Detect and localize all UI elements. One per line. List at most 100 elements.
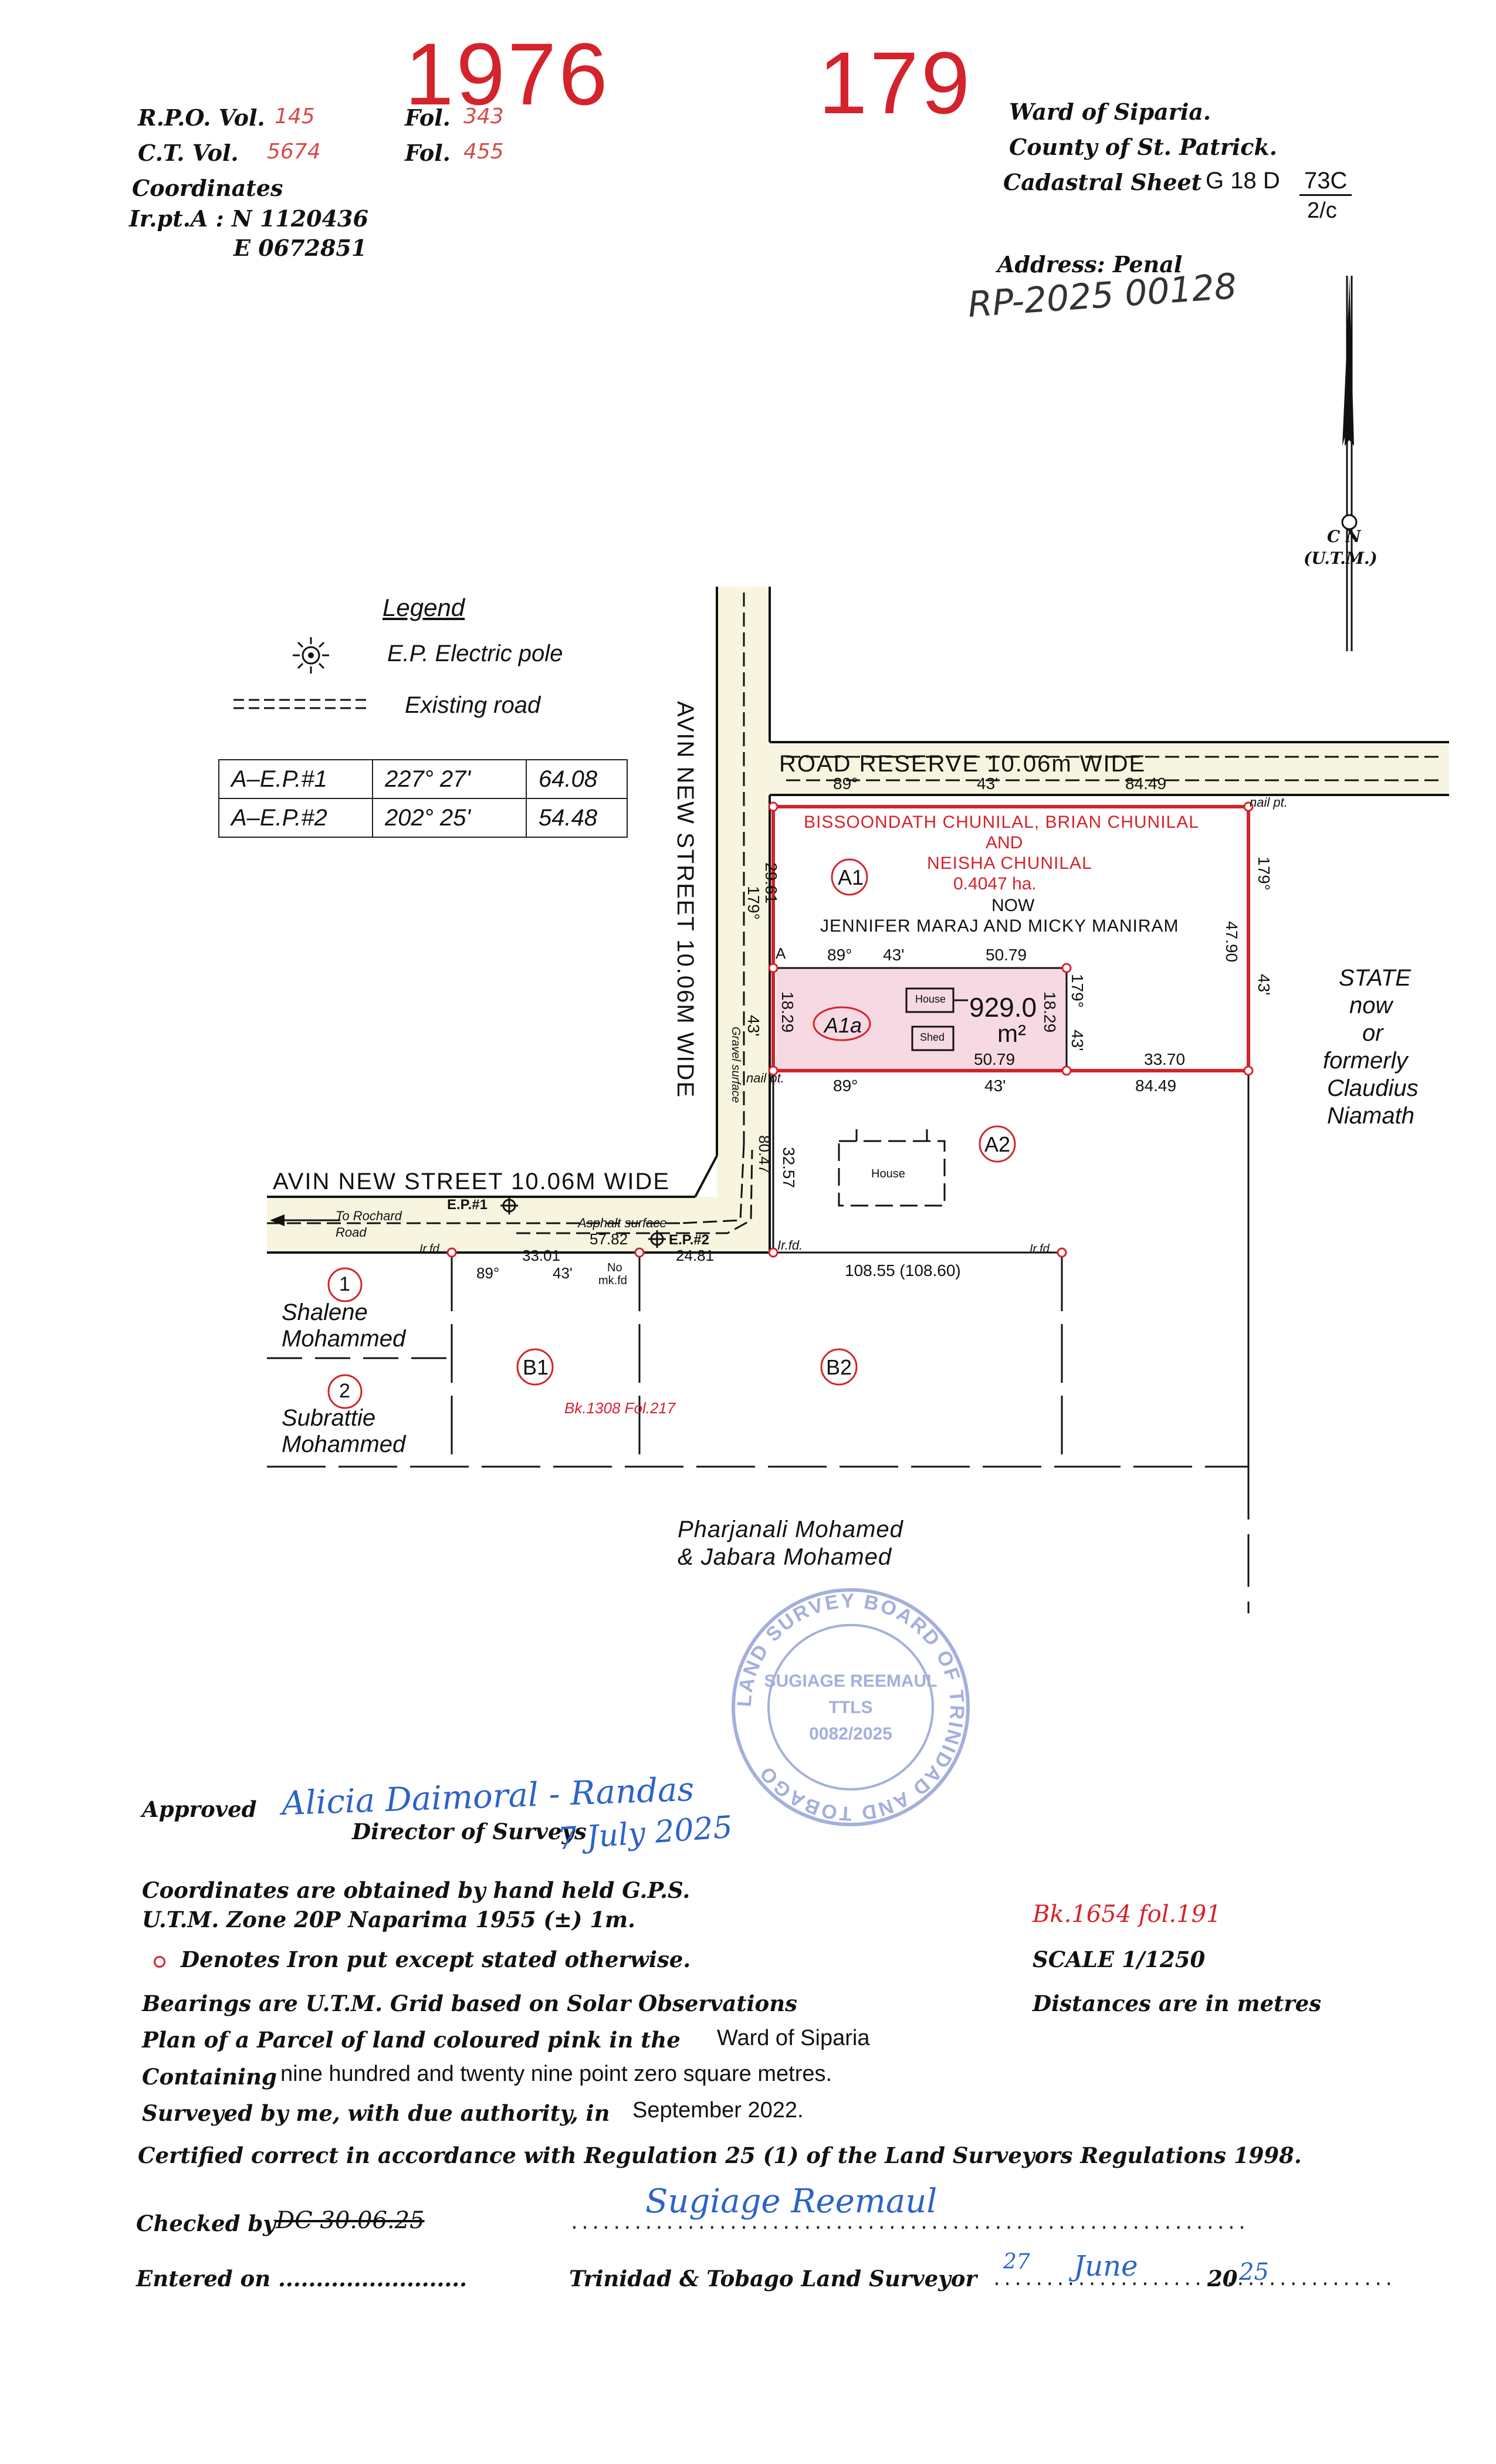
pharjanali-line-2: & Jabara Mohamed bbox=[678, 1544, 892, 1570]
dim-b-left-len: 33.01 bbox=[522, 1247, 561, 1264]
lot-a1: A1 bbox=[838, 865, 864, 889]
a1-owner-line-3: NEISHA CHUNILAL bbox=[927, 854, 1092, 873]
irpt-east: E 0672851 bbox=[233, 235, 367, 261]
lot-a2: A2 bbox=[984, 1132, 1011, 1156]
legend-road-label: Existing road bbox=[405, 692, 541, 718]
bearing-table: A–E.P.#1 227° 27' 64.08 A–E.P.#2 202° 25… bbox=[218, 759, 628, 838]
dim-right-len: 47.90 bbox=[1223, 921, 1241, 963]
table-cell: A–E.P.#1 bbox=[218, 759, 373, 799]
north-utm-label: (U.T.M.) bbox=[1304, 549, 1377, 568]
lot-b1: B1 bbox=[523, 1355, 549, 1379]
now-owners: JENNIFER MARAJ AND MICKY MANIRAM bbox=[820, 916, 1179, 936]
north-arrow-icon bbox=[1341, 276, 1358, 651]
scale-label: SCALE 1/1250 bbox=[1033, 1947, 1206, 1972]
existing-road-legend-icon bbox=[233, 699, 368, 709]
director-label: Director of Surveys bbox=[352, 1819, 587, 1844]
rpo-fol-label: Fol. bbox=[405, 104, 451, 131]
legend-title: Legend bbox=[383, 594, 465, 621]
dim-a2-left: 32.57 bbox=[780, 1147, 798, 1189]
dim-lower-len: 84.49 bbox=[1135, 1077, 1177, 1095]
electric-pole-icon bbox=[500, 1197, 666, 1248]
dim-mid-bearing: 89° bbox=[827, 946, 852, 964]
ep1-label: E.P.#1 bbox=[447, 1197, 488, 1213]
table-cell: 64.08 bbox=[526, 759, 628, 799]
surveyor-signature-line: ........................................… bbox=[569, 2213, 1247, 2233]
containing-label: Containing bbox=[142, 2064, 277, 2090]
no-mk-fd-line-1: No bbox=[607, 1261, 622, 1274]
state-line-3: or bbox=[1362, 1020, 1383, 1046]
surveyor-date-line: ...................................... bbox=[991, 2269, 1395, 2290]
plan-of-note: Plan of a Parcel of land coloured pink i… bbox=[142, 2027, 681, 2053]
plan-number-right: 179 bbox=[818, 33, 973, 132]
dim-right-bearing: 179° bbox=[1255, 857, 1273, 891]
dim-top-bearing: 89° bbox=[833, 774, 858, 793]
dim-top-bearing-min: 43' bbox=[977, 774, 999, 793]
cadastral-sheet: G 18 D bbox=[1206, 168, 1280, 194]
table-row: A–E.P.#2 202° 25' 54.48 bbox=[218, 798, 628, 838]
surveyor-label: Trinidad & Tobago Land Surveyor bbox=[569, 2266, 977, 2292]
house-a2-label: House bbox=[871, 1167, 905, 1180]
state-line-4: formerly bbox=[1323, 1048, 1408, 1074]
state-line-2: now bbox=[1349, 993, 1393, 1018]
rpo-vol: 145 bbox=[275, 104, 315, 128]
a1-owner-line-1: BISSOONDATH CHUNILAL, BRIAN CHUNILAL bbox=[804, 813, 1199, 832]
dim-top-len: 84.49 bbox=[1125, 774, 1167, 793]
owner-1-line-2: Mohammed bbox=[282, 1326, 406, 1352]
electric-pole-icon bbox=[293, 637, 329, 673]
a1-area: 0.4047 ha. bbox=[953, 874, 1037, 893]
coord-note-1: Coordinates are obtained by hand held G.… bbox=[142, 1877, 691, 1903]
dim-a1a-bottom: 50.79 bbox=[974, 1050, 1016, 1068]
no-mk-fd-line-2: mk.fd bbox=[598, 1274, 627, 1287]
road-reserve-label: ROAD RESERVE 10.06m WIDE bbox=[779, 751, 1146, 777]
ct-fol-label: Fol. bbox=[405, 140, 451, 166]
avin-street-horizontal-label: AVIN NEW STREET 10.06M WIDE bbox=[273, 1169, 671, 1194]
lot-b2: B2 bbox=[826, 1355, 852, 1379]
stamp-ttls: TTLS bbox=[829, 1698, 873, 1717]
to-rochard-line-2: Road bbox=[336, 1225, 367, 1240]
lot-1: 1 bbox=[339, 1273, 350, 1295]
table-cell: A–E.P.#2 bbox=[218, 798, 373, 838]
ward: Ward of Siparia. bbox=[1009, 99, 1211, 125]
shed-label: Shed bbox=[920, 1031, 945, 1043]
dim-lower-bearing: 89° bbox=[833, 1077, 858, 1095]
surveyor-signature: Sugiage Reemaul bbox=[645, 2182, 937, 2221]
approved-label: Approved bbox=[142, 1796, 257, 1822]
coord-note-2: U.T.M. Zone 20P Naparima 1955 (±) 1m. bbox=[142, 1907, 636, 1932]
dim-bottom-right-len: 33.70 bbox=[1144, 1050, 1186, 1068]
table-row: A–E.P.#1 227° 27' 64.08 bbox=[218, 759, 628, 799]
distances-note: Distances are in metres bbox=[1033, 1991, 1322, 2016]
state-line-1: STATE bbox=[1339, 965, 1411, 991]
rpo-fol: 343 bbox=[463, 104, 504, 128]
state-line-6: Niamath bbox=[1327, 1103, 1414, 1129]
ct-vol: 5674 bbox=[267, 140, 321, 164]
entered-label: Entered on ......................... bbox=[136, 2266, 468, 2292]
lot-a1a: A1a bbox=[824, 1013, 862, 1037]
dim-b-bearing: 89° bbox=[476, 1264, 500, 1282]
table-cell: 227° 27' bbox=[372, 759, 527, 799]
dim-b-mid-len: 24.81 bbox=[676, 1247, 715, 1264]
address: Address: Penal bbox=[997, 251, 1183, 277]
survey-plan bbox=[267, 587, 1449, 1613]
nail-pt-label-left: nail pt. bbox=[746, 1071, 784, 1085]
year-prefix: 20 bbox=[1207, 2266, 1238, 2292]
land-survey-board-stamp: LAND SURVEY BOARD OF TRINIDAD AND TOBAGO… bbox=[732, 1588, 970, 1826]
bearings-note: Bearings are U.T.M. Grid based on Solar … bbox=[142, 1991, 797, 2016]
cadastral-sub: 2/c bbox=[1307, 198, 1337, 223]
approved-date: 7 July 2025 bbox=[556, 1809, 734, 1857]
dim-left-bearing-min: 43' bbox=[744, 1015, 763, 1037]
north-label: C N bbox=[1327, 527, 1361, 546]
dim-a1a-right-bearing-min: 43' bbox=[1068, 1030, 1087, 1051]
cadastral-num: 73C bbox=[1299, 168, 1352, 196]
table-cell: 54.48 bbox=[526, 798, 628, 838]
ir-fd-label: Ir.fd. bbox=[777, 1238, 803, 1253]
dim-left-bearing: 179° bbox=[744, 886, 763, 920]
surveyed-note: Surveyed by me, with due authority, in bbox=[142, 2100, 610, 2126]
bk-reference: Bk.1308 Fol.217 bbox=[564, 1399, 676, 1417]
parcel-a1-boundary bbox=[771, 805, 1250, 1072]
nail-pt-label-top: nail pt. bbox=[1250, 795, 1288, 810]
dim-a1a-left: 18.29 bbox=[779, 991, 797, 1033]
owner-2-line-2: Mohammed bbox=[282, 1431, 406, 1457]
legend-ep-label: E.P. Electric pole bbox=[387, 641, 563, 666]
owner-1-line-1: Shalene bbox=[282, 1299, 368, 1325]
table-cell: 202° 25' bbox=[372, 798, 527, 838]
